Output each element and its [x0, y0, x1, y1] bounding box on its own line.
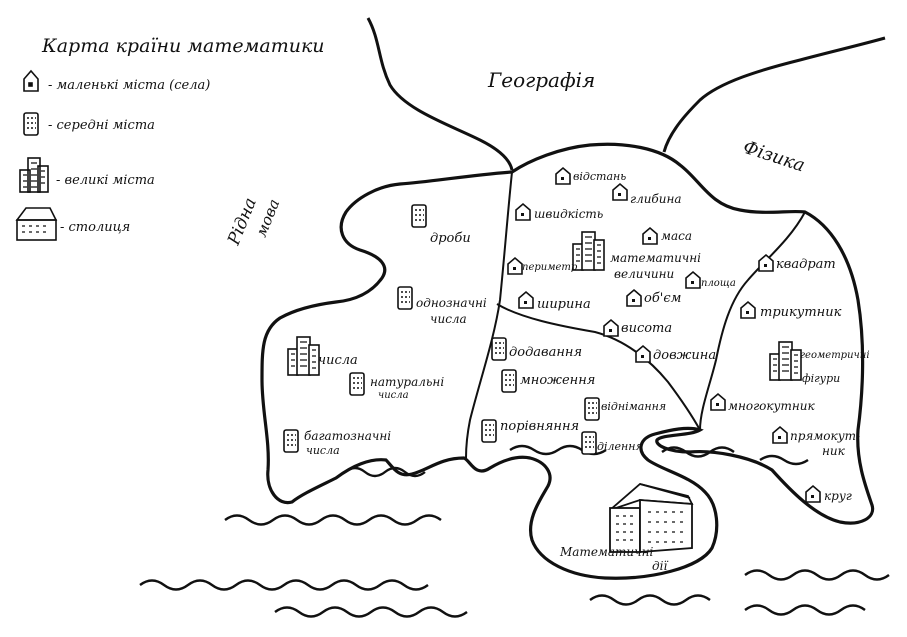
medium-city-icon: [584, 397, 600, 421]
village-icon: [710, 393, 726, 411]
place-odnoznachni: однозначні: [416, 296, 487, 310]
village-icon: [772, 426, 788, 444]
place-bagatoznachni-2: числа: [306, 444, 340, 457]
map-title: Карта країни математики: [41, 35, 325, 57]
legend-medium-label: - середні міста: [48, 118, 155, 133]
legend: [15, 69, 58, 241]
big-city-icon: [287, 336, 320, 376]
village-icon: [23, 69, 39, 92]
village-icon: [518, 291, 534, 309]
place-chysla: числа: [318, 353, 358, 368]
place-vidstan: відстань: [573, 170, 626, 183]
place-vidnimannia: віднімання: [601, 400, 666, 413]
place-dodavannia: додавання: [509, 345, 582, 360]
place-naturalni-2: числа: [378, 390, 409, 401]
place-priamokutnyk: прямокут-: [790, 429, 860, 443]
place-naturalni: натуральні: [370, 375, 444, 389]
legend-big-label: - великі міста: [56, 173, 155, 188]
place-trykutnyk: трикутник: [760, 305, 842, 320]
place-krug: круг: [824, 489, 852, 503]
place-vysota: висота: [621, 321, 672, 336]
village-icon: [635, 345, 651, 363]
capital-building: [609, 483, 694, 553]
medium-city-icon: [581, 431, 597, 455]
village-icon: [555, 167, 571, 185]
village-icon: [603, 319, 619, 337]
place-velychyny-2: величини: [614, 267, 674, 281]
village-icon: [805, 485, 821, 503]
neighbor-borders: [366, 17, 886, 171]
big-city-icon: [19, 157, 49, 193]
place-drobi: дроби: [430, 231, 471, 246]
place-mnozhennia: множення: [520, 373, 595, 388]
medium-city-icon: [349, 372, 365, 396]
medium-city-icon: [491, 337, 507, 361]
legend-village-label: - маленькі міста (села): [48, 78, 210, 93]
place-figury-2: фігури: [802, 372, 840, 385]
capital-icon: [15, 207, 58, 241]
village-icon: [642, 227, 658, 245]
place-porivniannia: порівняння: [500, 419, 579, 434]
medium-city-icon: [481, 419, 497, 443]
sea-waves: [139, 444, 890, 618]
village-icon: [685, 271, 701, 289]
medium-city-icon: [501, 369, 517, 393]
place-perymetr: периметр: [522, 262, 578, 273]
country-outline: [260, 142, 875, 580]
medium-city-icon: [283, 429, 299, 453]
physics-label: Фізика: [740, 137, 807, 177]
place-capital: Математичні: [559, 545, 654, 559]
geography-label: Географія: [487, 68, 595, 92]
place-masa: маса: [661, 229, 692, 243]
place-shvydkist: швидкість: [534, 207, 603, 221]
place-odnoznachni-2: числа: [430, 312, 467, 326]
place-kvadrat: квадрат: [776, 257, 836, 272]
village-icon: [740, 301, 756, 319]
medium-city-icon: [23, 112, 39, 136]
place-bagatokutnyk: многокутник: [728, 399, 816, 413]
place-glybyna: глибина: [630, 192, 682, 206]
big-city-icon: [572, 231, 605, 271]
place-dovzhyna: довжина: [653, 348, 716, 363]
village-icon: [507, 257, 523, 275]
place-shyryna: ширина: [537, 297, 591, 312]
village-icon: [612, 183, 628, 201]
village-icon: [758, 254, 774, 272]
place-figury: геометричні: [800, 350, 870, 361]
place-priamokutnyk-2: ник: [822, 444, 846, 458]
big-city-icon: [769, 341, 802, 381]
place-velychyny: математичні: [610, 251, 701, 265]
village-icon: [515, 203, 531, 221]
place-dilennia: ділення: [597, 440, 643, 453]
place-obiem: об'єм: [644, 291, 681, 306]
place-bagatoznachni: багатозначні: [304, 429, 391, 443]
place-capital-2: дії: [652, 559, 668, 573]
medium-city-icon: [411, 204, 427, 228]
legend-capital-label: - столиця: [60, 220, 130, 235]
village-icon: [626, 289, 642, 307]
place-ploshcha: площа: [701, 278, 736, 289]
medium-city-icon: [397, 286, 413, 310]
